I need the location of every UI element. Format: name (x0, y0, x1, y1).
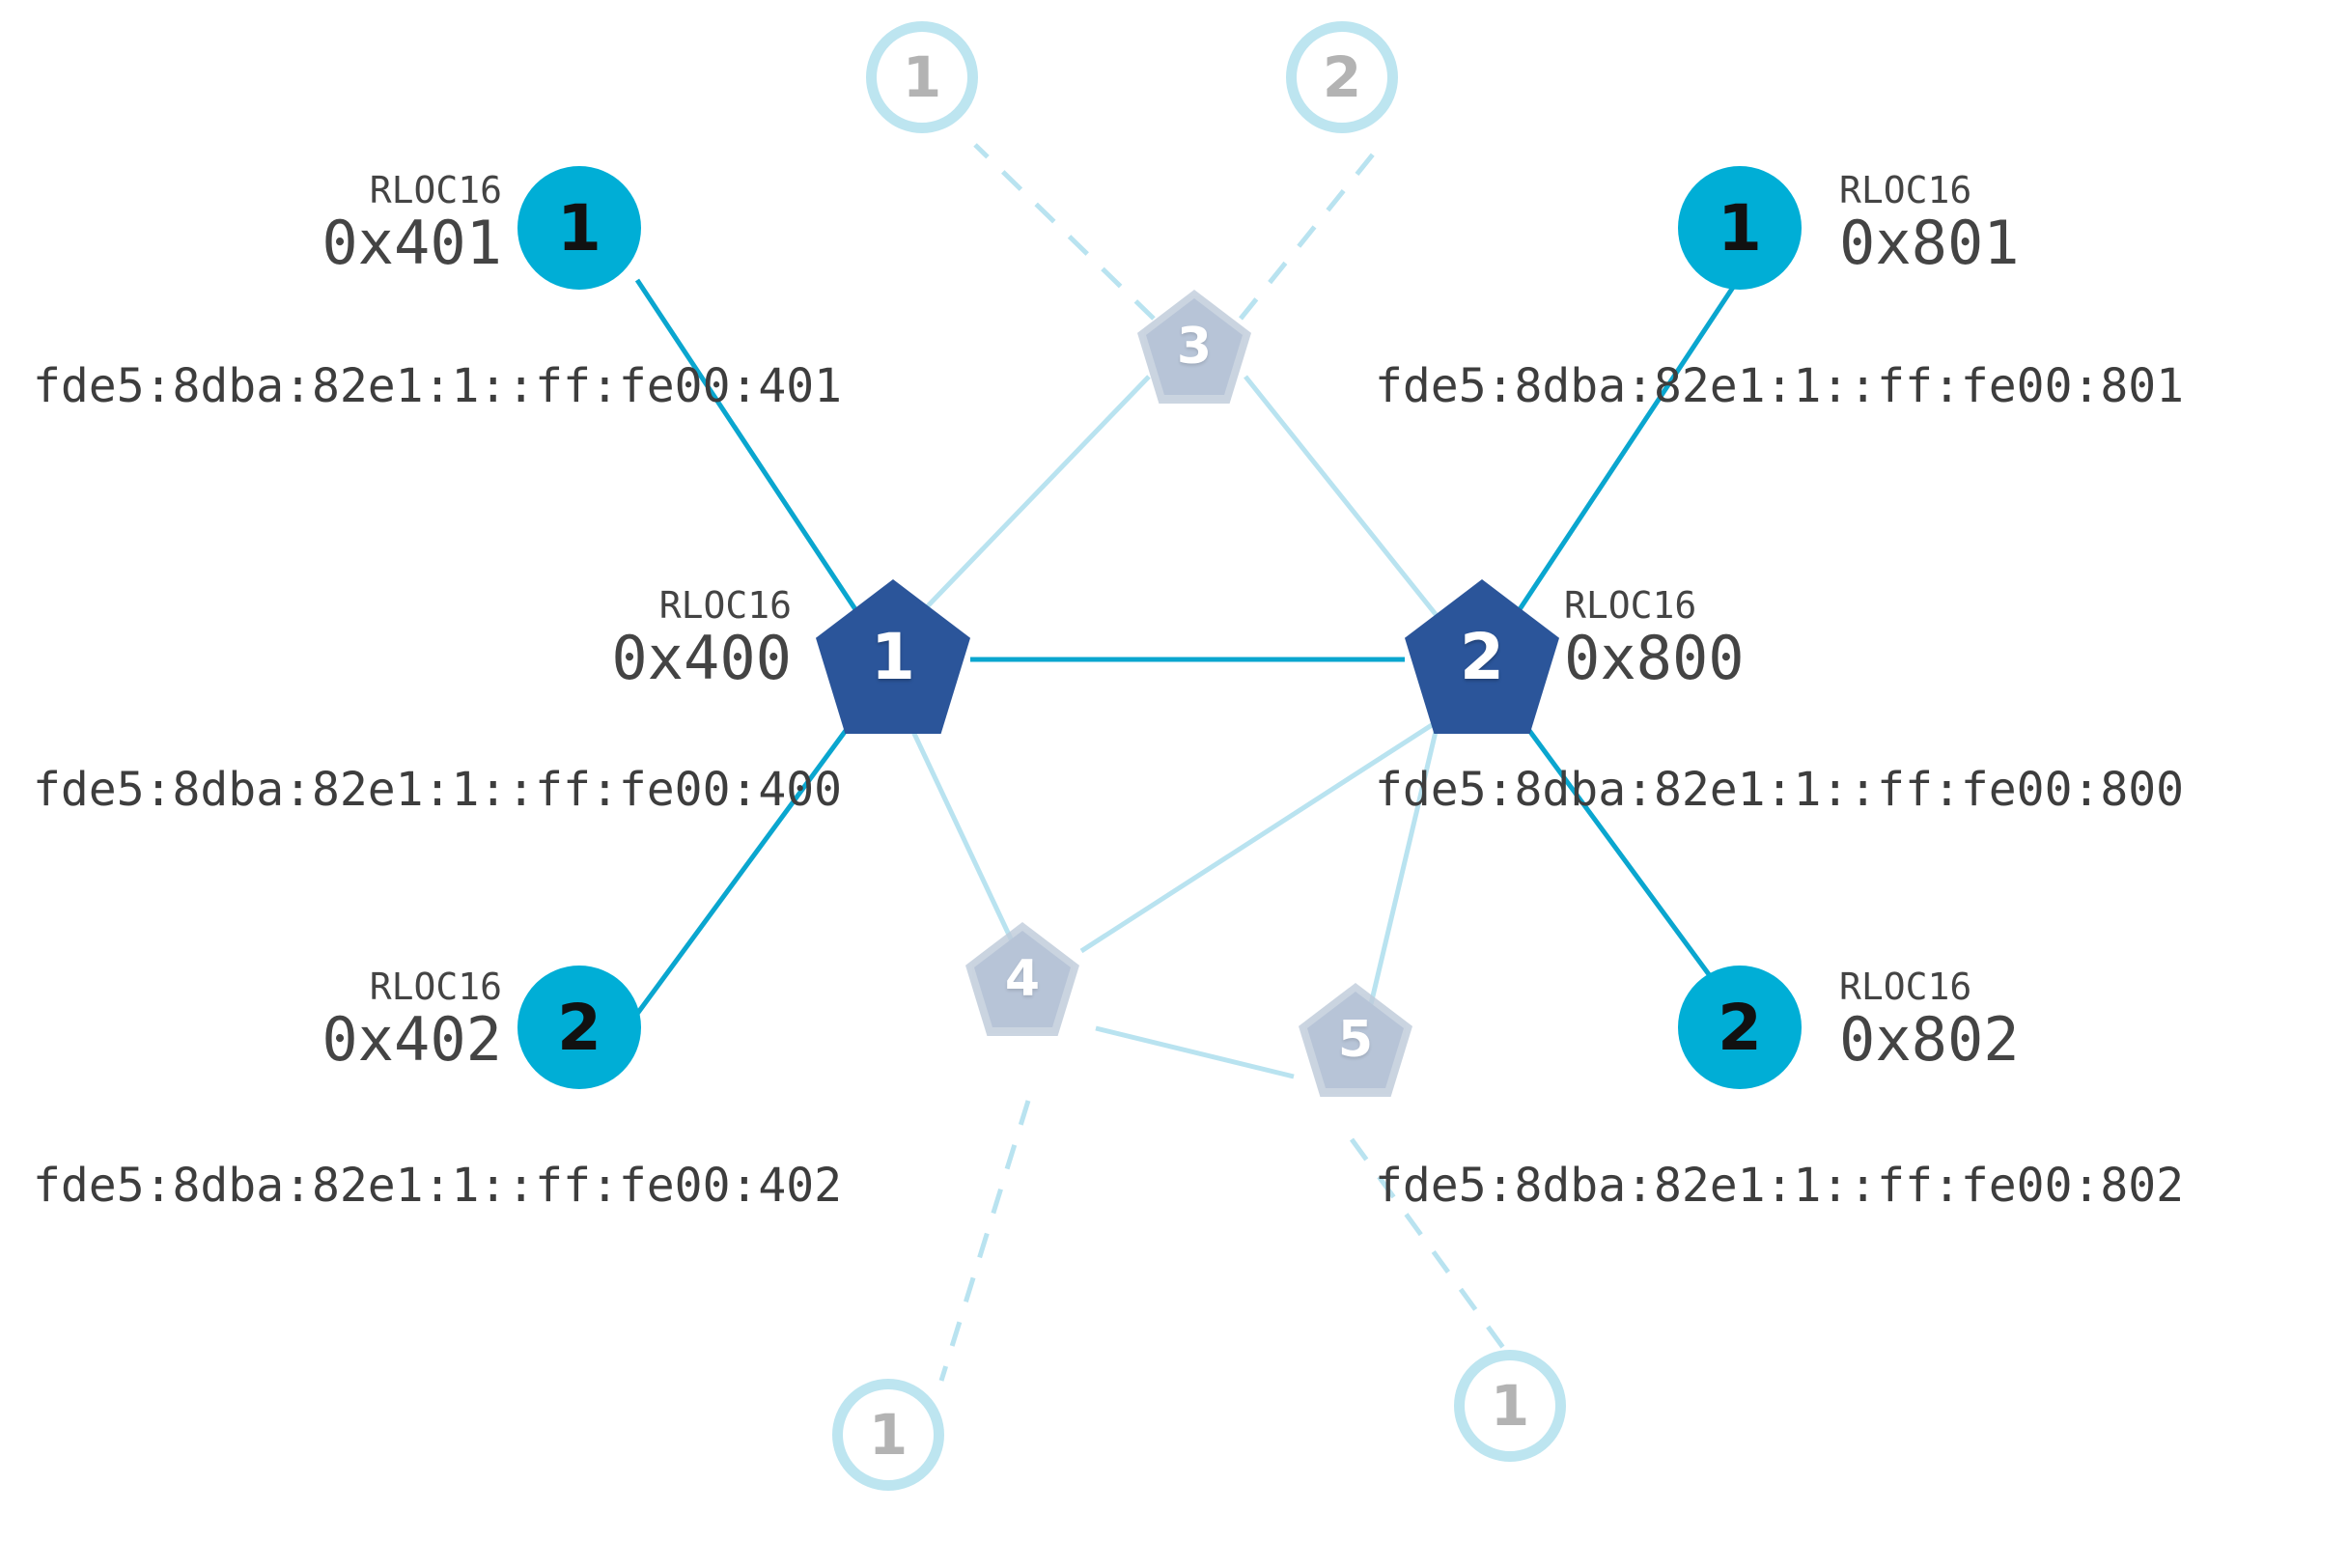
rloc16-caption: RLOC16 (658, 584, 792, 627)
rloc16-caption: RLOC16 (1839, 966, 1972, 1008)
node-id-label: 1 (902, 44, 942, 110)
node-id-label: 2 (1460, 619, 1504, 694)
node-id-label: 1 (1490, 1373, 1530, 1439)
circle-outline-icon (1454, 1350, 1566, 1462)
node-id-label: 4 (1004, 950, 1041, 1008)
circle-icon (1678, 966, 1802, 1089)
circle-outline-icon (832, 1379, 944, 1491)
link-g4-ghostchild-bl (938, 1100, 1031, 1382)
circle-icon (517, 966, 641, 1089)
link-800-g5 (1368, 718, 1441, 1005)
child-node-0x802[interactable]: 2 (1678, 966, 1802, 1089)
rloc16-caption: RLOC16 (369, 966, 502, 1008)
link-400-g4 (905, 717, 1026, 967)
link-g3-ghostchild-tr (1239, 143, 1383, 321)
ghost-child-top-left[interactable]: 1 (866, 21, 978, 133)
rloc16-value: 0x800 (1564, 623, 1745, 693)
link-g3-ghostchild-tl (973, 143, 1156, 321)
label-0x401: RLOC16 0x401 (135, 169, 502, 278)
ghost-child-bottom-left[interactable]: 1 (832, 1379, 944, 1491)
link-g4-g5 (1095, 1025, 1295, 1079)
label-0x802: RLOC16 0x802 (1839, 966, 2020, 1075)
rloc16-value: 0x400 (611, 623, 792, 693)
circle-outline-icon (866, 21, 978, 133)
child-node-0x402[interactable]: 2 (517, 966, 641, 1089)
rloc16-caption: RLOC16 (369, 169, 502, 211)
rloc16-caption: RLOC16 (1839, 169, 1972, 211)
label-0x801: RLOC16 0x801 (1839, 169, 2020, 278)
link-800-801 (1479, 278, 1741, 668)
node-id-label: 2 (1718, 990, 1762, 1065)
node-id-label: 1 (557, 190, 601, 266)
router-node-0x400[interactable]: 1 (816, 579, 970, 734)
node-id-label: 1 (1718, 190, 1762, 266)
ghost-router-5[interactable]: 5 (1299, 983, 1412, 1097)
circle-icon (1678, 166, 1802, 290)
ghost-router-3[interactable]: 3 (1137, 290, 1251, 404)
child-node-0x401[interactable]: 1 (517, 166, 641, 290)
node-id-label: 2 (557, 990, 601, 1065)
ipv6-address-0x801: fde5:8dba:82e1:1::ff:fe00:801 (1375, 359, 2185, 413)
router-node-0x800[interactable]: 2 (1405, 579, 1559, 734)
node-id-label: 1 (868, 1402, 908, 1468)
node-id-label: 5 (1337, 1011, 1374, 1069)
link-800-g4 (1079, 712, 1450, 954)
ghost-child-top-right[interactable]: 2 (1286, 21, 1398, 133)
label-0x800: RLOC16 0x800 (1564, 584, 1745, 693)
link-800-g3 (1244, 375, 1460, 644)
child-node-0x801[interactable]: 1 (1678, 166, 1802, 290)
rloc16-caption: RLOC16 (1564, 584, 1697, 627)
ghost-router-4[interactable]: 4 (965, 922, 1079, 1036)
rloc16-value: 0x401 (321, 208, 502, 278)
circle-icon (517, 166, 641, 290)
label-0x400: RLOC16 0x400 (290, 584, 792, 693)
node-id-label: 1 (871, 619, 915, 694)
node-id-label: 2 (1322, 44, 1362, 110)
ipv6-address-0x400: fde5:8dba:82e1:1::ff:fe00:400 (33, 763, 843, 817)
link-400-g3 (891, 375, 1151, 644)
ghost-child-bottom-right[interactable]: 1 (1454, 1350, 1566, 1462)
rloc16-value: 0x801 (1839, 208, 2020, 278)
ipv6-address-0x802: fde5:8dba:82e1:1::ff:fe00:802 (1375, 1159, 2185, 1213)
circle-outline-icon (1286, 21, 1398, 133)
label-0x402: RLOC16 0x402 (135, 966, 502, 1075)
link-400-401 (634, 278, 896, 668)
node-id-label: 3 (1176, 318, 1213, 376)
ipv6-address-0x800: fde5:8dba:82e1:1::ff:fe00:800 (1375, 763, 2185, 817)
ipv6-address-0x401: fde5:8dba:82e1:1::ff:fe00:401 (33, 359, 843, 413)
rloc16-value: 0x802 (1839, 1004, 2020, 1075)
ipv6-address-0x402: fde5:8dba:82e1:1::ff:fe00:402 (33, 1159, 843, 1213)
rloc16-value: 0x402 (321, 1004, 502, 1075)
